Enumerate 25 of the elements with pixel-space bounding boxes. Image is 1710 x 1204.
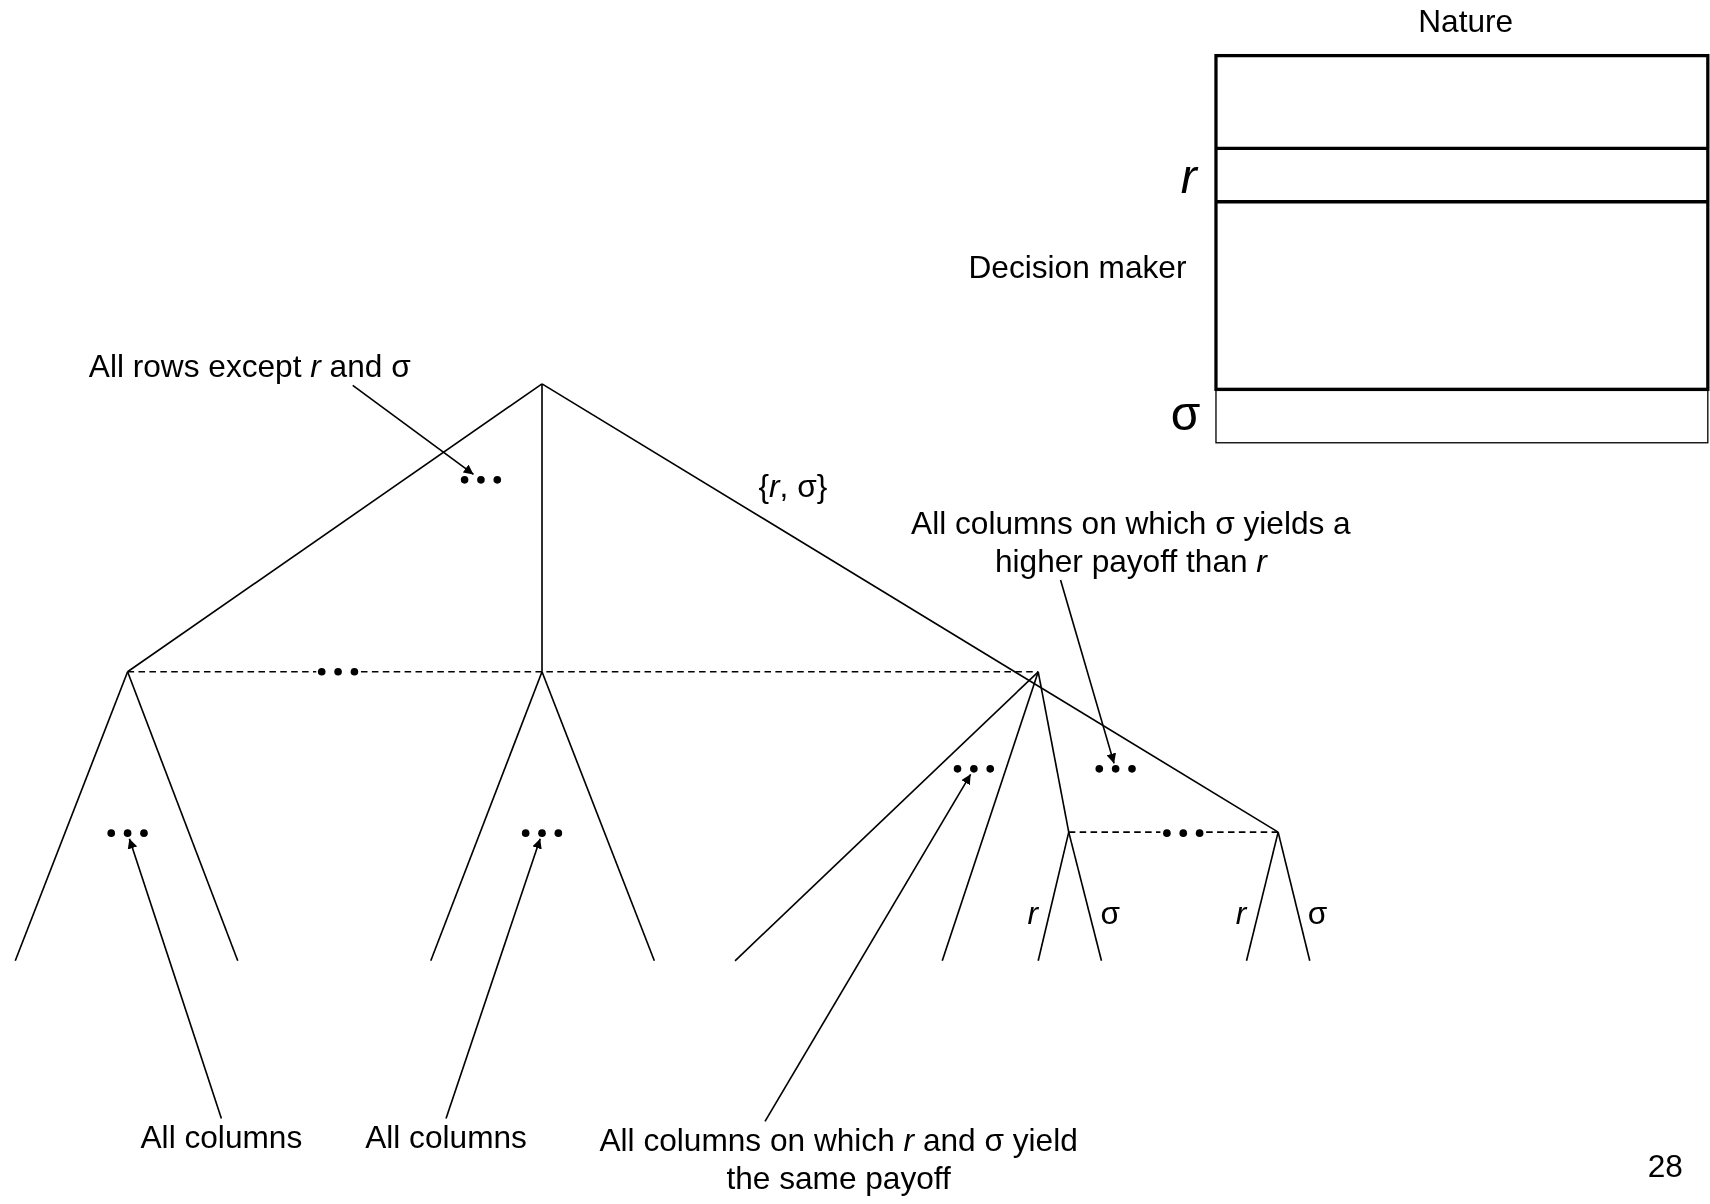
annotation-text: All columns on which σ yields a higher payoff than r xyxy=(896,504,1366,580)
row-label: σ xyxy=(1170,385,1201,443)
ellipsis-dots xyxy=(521,827,563,839)
branch-label: {r, σ} xyxy=(758,467,828,506)
column-heading: Nature xyxy=(1418,2,1514,41)
annotation-text: All columns on which r and σ yield the same payoff xyxy=(593,1121,1084,1198)
row-label: Decision maker xyxy=(968,248,1187,287)
leader-arrow xyxy=(764,773,972,1123)
leader-arrow xyxy=(351,384,475,476)
annotation-text: All rows except r and σ xyxy=(88,347,411,386)
ellipsis-dots xyxy=(953,763,995,775)
page-number: 28 xyxy=(1647,1148,1683,1186)
leader-arrow xyxy=(1059,579,1116,765)
branch-label: r xyxy=(1027,895,1039,933)
branch-label: σ xyxy=(1307,895,1328,933)
row-label: r xyxy=(1180,147,1197,205)
leader-arrow xyxy=(127,837,223,1120)
annotation-text: All columns xyxy=(365,1118,527,1157)
ellipsis-dots xyxy=(1094,763,1137,775)
annotation-text: All columns xyxy=(140,1118,303,1157)
branch-label: r xyxy=(1235,895,1247,933)
branch-label: σ xyxy=(1100,895,1120,933)
ellipsis-dots xyxy=(460,474,502,486)
ellipsis-dots xyxy=(106,827,149,839)
leader-arrow xyxy=(445,837,542,1120)
